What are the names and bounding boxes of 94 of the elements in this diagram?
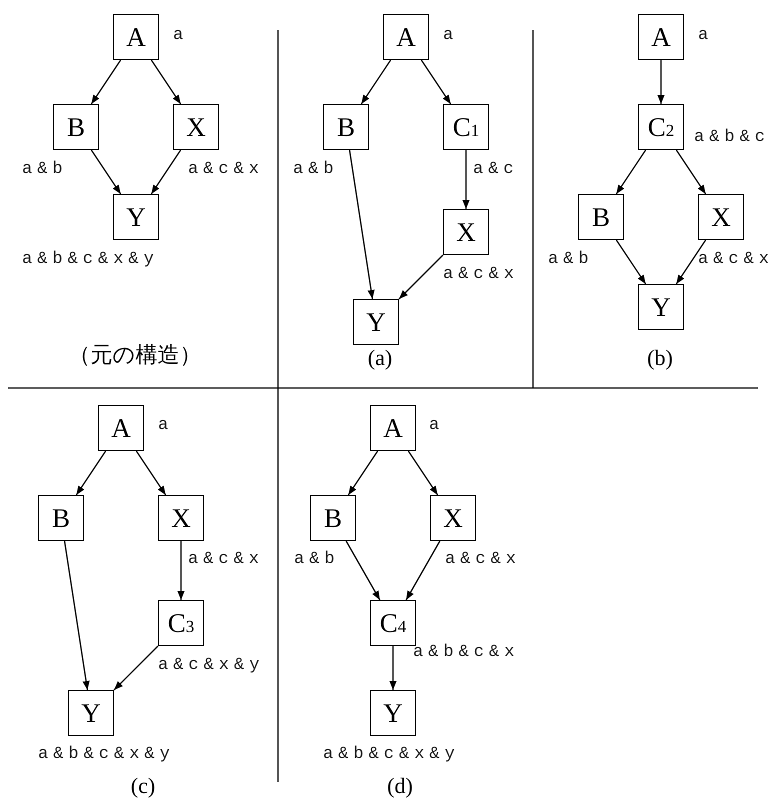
arrow [406, 540, 440, 600]
node-label: Y [81, 700, 101, 726]
arrow [76, 450, 106, 496]
node-box [638, 14, 684, 60]
node-label: B [324, 504, 342, 532]
arrow [348, 450, 378, 496]
node-label: X [711, 204, 731, 230]
condition-label: a&b&c&x [413, 643, 520, 663]
node-label: B [336, 114, 355, 140]
node-box [323, 104, 369, 150]
node-box [370, 690, 416, 736]
panel-caption: (c) [130, 774, 156, 798]
arrow [616, 240, 646, 284]
arrow [462, 150, 470, 209]
node-label: Y [366, 308, 386, 336]
panel-caption: (b) [647, 346, 673, 370]
node-box [638, 104, 684, 150]
condition-label: a [443, 26, 458, 46]
arrow [346, 540, 380, 600]
node-box [383, 14, 429, 60]
node-label: A [651, 24, 671, 50]
node-box [113, 14, 159, 60]
arrow [348, 150, 375, 300]
node-box [638, 284, 684, 330]
node-label: X [186, 114, 206, 140]
condition-label: a&c [473, 160, 519, 180]
node-label: B [52, 504, 70, 532]
node-label: A [126, 24, 146, 50]
arrow [114, 646, 158, 690]
node-label: A [383, 414, 403, 442]
condition-label: a&b [294, 550, 340, 570]
condition-label: a&c&x [188, 160, 264, 180]
panel-caption: (d) [387, 774, 413, 798]
node-label: Y [651, 294, 671, 320]
condition-label: a&c&x [698, 250, 774, 270]
arrow [616, 150, 646, 194]
node-box [443, 104, 489, 150]
node-box [353, 299, 399, 345]
node-box [698, 194, 744, 240]
arrow [657, 60, 665, 104]
condition-label: a&b&c&x&y [323, 745, 460, 765]
arrow [360, 60, 392, 104]
condition-label: a&b&c [694, 128, 770, 148]
condition-label: a&b&c&x&y [38, 745, 175, 765]
arrow [177, 541, 185, 600]
condition-label: a&b [22, 160, 68, 180]
node-label: X [443, 504, 463, 532]
node-label: X [171, 504, 191, 532]
arrow [64, 540, 90, 690]
condition-label: a&c&x [443, 265, 520, 285]
node-label: B [592, 204, 610, 230]
condition-label: a&c&x [188, 550, 264, 570]
node-box [113, 194, 159, 240]
condition-label: a&b [548, 250, 594, 270]
node-box [173, 104, 219, 150]
arrow [90, 150, 122, 194]
arrow [408, 450, 438, 496]
node-label: A [111, 414, 131, 442]
condition-label: a [158, 416, 174, 436]
panel-caption: （元の構造） [68, 343, 202, 367]
condition-label: a [429, 416, 444, 436]
node-box [98, 405, 144, 451]
arrow [676, 150, 706, 194]
arrow [90, 60, 122, 104]
node-box [158, 600, 204, 646]
node-box [430, 495, 476, 541]
condition-label: a&c&x&y [158, 656, 264, 676]
condition-label: a [698, 26, 714, 46]
node-box [578, 194, 624, 240]
node-box [370, 600, 416, 646]
node-label: A [396, 24, 416, 50]
arrow [398, 254, 444, 300]
node-box [310, 495, 356, 541]
node-label: X [456, 218, 476, 246]
node-label: Y [126, 204, 146, 230]
node-box [158, 495, 204, 541]
panel-caption: (a) [368, 346, 392, 370]
arrow [676, 240, 706, 284]
arrow [150, 150, 182, 194]
condition-label: a&b [293, 160, 339, 180]
node-box [53, 104, 99, 150]
node-label: B [66, 114, 85, 140]
node-label: Y [383, 700, 403, 726]
node-box [68, 690, 114, 736]
arrow [420, 60, 452, 104]
arrow [136, 450, 166, 496]
condition-label: a&c&x [445, 550, 522, 570]
arrow [150, 60, 182, 104]
node-box [370, 405, 416, 451]
node-box [443, 209, 489, 255]
condition-label: a&b&c&x&y [22, 250, 159, 270]
condition-label: a [173, 26, 188, 46]
arrow [389, 646, 397, 690]
node-box [38, 495, 84, 541]
